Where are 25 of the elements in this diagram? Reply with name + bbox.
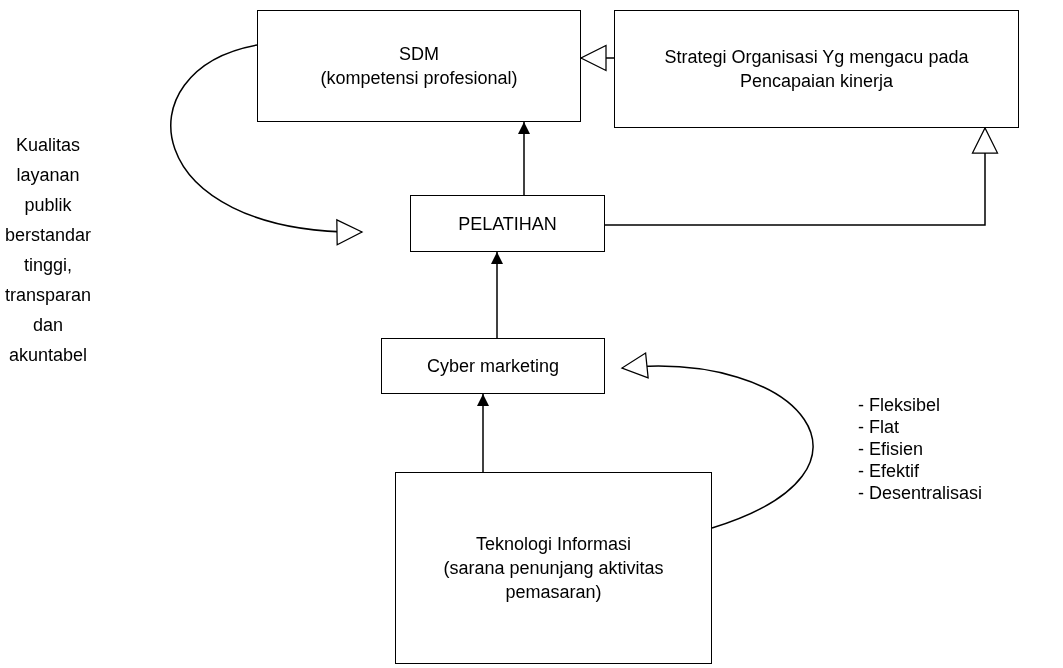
list-item: - Efektif — [858, 460, 919, 483]
arrow — [518, 121, 530, 196]
box-text: PELATIHAN — [458, 212, 557, 236]
list-item: - Efisien — [858, 438, 924, 461]
hollow-arrow — [621, 353, 813, 529]
box-text: SDM — [399, 43, 439, 66]
box-text: Teknologi Informasi — [475, 533, 632, 556]
side-note: Kualitas layanan publik berstandar tinggi, transparan dan akuntabel — [3, 134, 93, 367]
process-box — [381, 338, 605, 394]
arrow — [491, 251, 503, 339]
list-item: - Desentralisasi — [858, 482, 983, 505]
box-text: Cyber marketing — [426, 355, 559, 378]
box-text: Strategi Organisasi Yg mengacu pada Pencapaian kinerja — [663, 46, 970, 93]
process-box — [614, 10, 1019, 128]
hollow-arrow — [604, 127, 999, 226]
process-box — [410, 195, 605, 252]
list-item: - Flat — [858, 416, 899, 439]
process-box — [257, 10, 581, 122]
box-text: (sarana penunjang aktivitas pemasaran) — [442, 557, 665, 604]
box-text: (kompetensi profesional) — [320, 67, 518, 90]
process-box — [395, 472, 712, 664]
list-item: - Fleksibel — [858, 394, 941, 417]
hollow-arrow — [170, 44, 363, 244]
arrow — [477, 393, 489, 473]
hollow-arrow — [580, 44, 615, 72]
